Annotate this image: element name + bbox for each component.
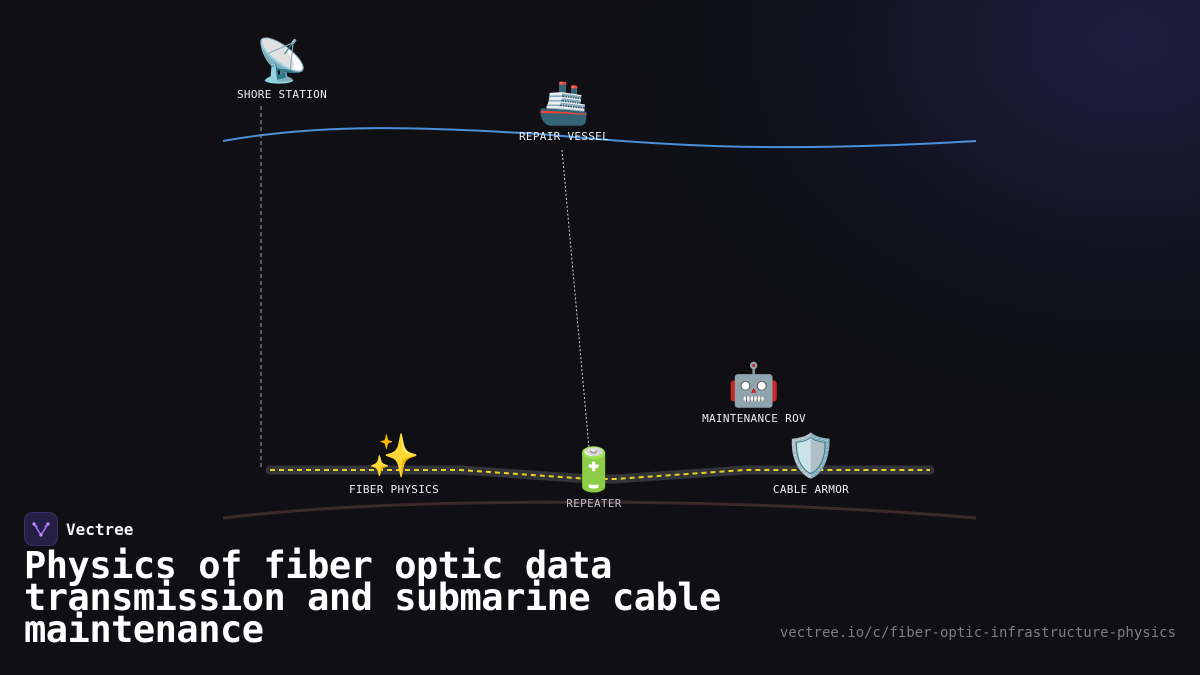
fiber-physics-node: ✨ FIBER PHYSICS xyxy=(349,431,439,496)
vectree-logo-icon xyxy=(24,512,58,546)
sparkles-icon: ✨ xyxy=(367,431,421,480)
shield-icon: 🛡️ xyxy=(784,431,838,480)
sea-surface-line xyxy=(222,127,977,149)
cable-armor-label: CABLE ARMOR xyxy=(772,483,850,496)
shore-station-label: SHORE STATION xyxy=(237,88,327,101)
maintenance-rov-label: MAINTENANCE ROV xyxy=(702,412,806,425)
repeater-node: 🔋 REPEATER xyxy=(566,445,621,510)
source-url: vectree.io/c/fiber-optic-infrastructure-… xyxy=(779,625,1176,641)
repair-vessel-label: REPAIR VESSEL xyxy=(519,130,609,143)
fiber-physics-label: FIBER PHYSICS xyxy=(349,483,439,496)
cable-armor-node: 🛡️ CABLE ARMOR xyxy=(773,431,849,496)
brand: Vectree xyxy=(24,512,133,546)
light-signal-path xyxy=(270,469,930,480)
seabed-line xyxy=(222,500,977,520)
shore-station-node: 📡 SHORE STATION xyxy=(237,36,327,101)
robot-icon: 🤖 xyxy=(727,360,781,409)
brand-name: Vectree xyxy=(66,519,134,539)
repeater-label: REPEATER xyxy=(566,497,622,510)
satellite-dish-icon: 📡 xyxy=(255,36,309,85)
maintenance-rov-node: 🤖 MAINTENANCE ROV xyxy=(702,360,806,425)
battery-icon: 🔋 xyxy=(567,445,621,494)
repair-vessel-node: 🚢 REPAIR VESSEL xyxy=(519,78,609,143)
page-title: Physics of fiber optic data transmission… xyxy=(24,544,721,651)
vessel-tether-line xyxy=(561,149,592,471)
ship-icon: 🚢 xyxy=(537,78,591,127)
